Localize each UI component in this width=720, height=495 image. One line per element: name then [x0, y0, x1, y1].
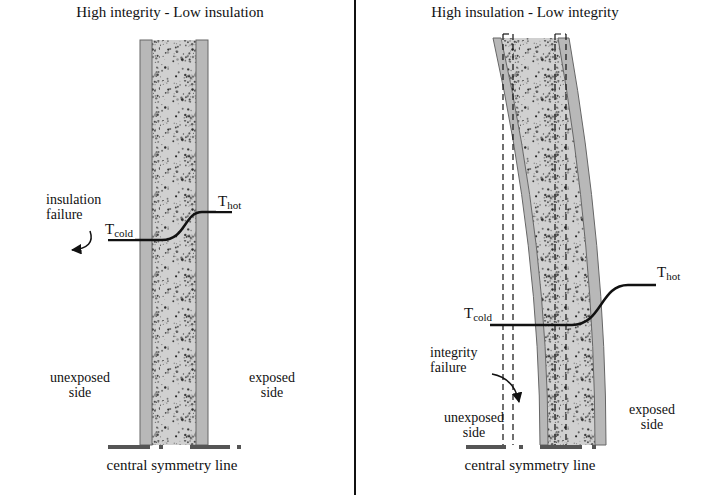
bowed-wall	[493, 38, 606, 445]
temperature-label: Thot	[655, 264, 682, 282]
panel-title: central symmetry line	[465, 457, 596, 474]
panel-title: High insulation - Low integrity	[431, 4, 618, 21]
failure-arrow	[72, 231, 91, 250]
panel-divider	[354, 0, 356, 495]
side-label: integrity failure	[430, 345, 496, 376]
temperature-curve	[490, 285, 656, 325]
temperature-label: Tcold	[462, 305, 494, 323]
panel-title: High integrity - Low insulation	[76, 4, 263, 21]
side-label: unexposed side	[436, 410, 512, 441]
symmetry-line	[108, 445, 241, 449]
side-label: unexposed side	[42, 370, 118, 401]
temperature-label: Thot	[216, 193, 243, 211]
side-label: exposed side	[240, 370, 304, 401]
straight-wall	[140, 40, 208, 445]
failure-arrow	[492, 374, 519, 402]
side-label: insulation failure	[46, 192, 118, 223]
panel-title: central symmetry line	[107, 457, 238, 474]
original-position	[503, 34, 566, 445]
side-label: exposed side	[620, 402, 684, 433]
symmetry-line	[466, 445, 596, 449]
temperature-label: Tcold	[103, 221, 135, 239]
